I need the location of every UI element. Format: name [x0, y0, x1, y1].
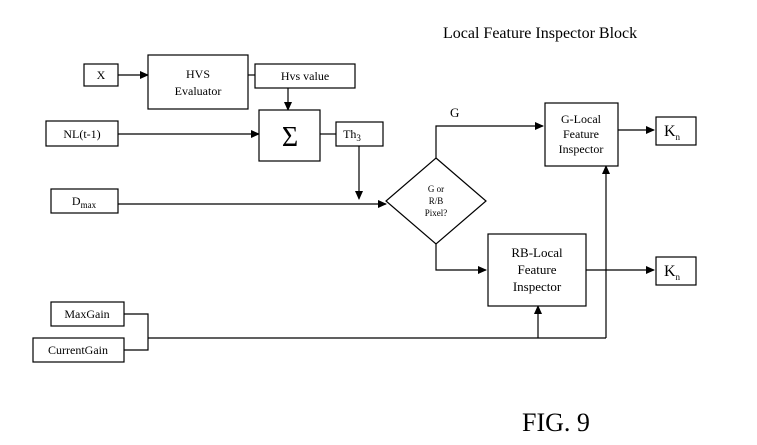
pixel-type-decision: G or R/B Pixel? — [385, 157, 487, 245]
x-input-node: X — [83, 63, 119, 87]
dmax-input-node: Dmax — [50, 188, 119, 214]
hvs-evaluator-block: HVS Evaluator — [147, 54, 249, 110]
hvs-value-label: Hvs value — [281, 69, 329, 83]
rb-inspector-label-line2: Feature — [518, 262, 557, 277]
figure-label: FIG. 9 — [522, 408, 590, 437]
hvs-evaluator-label-line2: Evaluator — [175, 84, 222, 98]
hvs-value-node: Hvs value — [254, 63, 356, 89]
edge-gain-bus — [124, 313, 149, 351]
kn-output-top: Kn — [655, 116, 697, 146]
summation-block: Σ — [258, 109, 321, 162]
nl-input-label: NL(t-1) — [63, 127, 100, 141]
edge-decision-to-rb — [435, 244, 487, 274]
dmax-label: Dmax — [72, 194, 97, 210]
threshold-label: Th3 — [343, 127, 361, 143]
g-branch-label: G — [450, 105, 459, 120]
max-gain-node: MaxGain — [50, 301, 125, 327]
g-inspector-label-line1: G-Local — [561, 112, 602, 126]
decision-label-line3: Pixel? — [425, 208, 448, 218]
rb-local-feature-inspector-block: RB-Local Feature Inspector — [487, 233, 587, 307]
nl-input-node: NL(t-1) — [45, 120, 119, 147]
kn-output-bottom: Kn — [655, 256, 697, 286]
decision-label-line1: G or — [428, 184, 444, 194]
kn-top-label: Kn — [664, 123, 681, 142]
g-inspector-label-line3: Inspector — [559, 142, 604, 156]
diagram-title: Local Feature Inspector Block — [443, 25, 637, 42]
current-gain-label: CurrentGain — [48, 343, 108, 357]
threshold-node: Th3 — [335, 121, 384, 147]
max-gain-label: MaxGain — [64, 307, 109, 321]
g-local-feature-inspector-block: G-Local Feature Inspector — [544, 102, 619, 167]
x-input-label: X — [97, 68, 106, 82]
hvs-evaluator-label-line1: HVS — [186, 67, 210, 81]
g-inspector-label-line2: Feature — [563, 127, 599, 141]
rb-inspector-label-line3: Inspector — [513, 279, 562, 294]
current-gain-node: CurrentGain — [32, 337, 125, 363]
edge-decision-to-g — [435, 122, 544, 158]
rb-inspector-label-line1: RB-Local — [511, 245, 563, 260]
sigma-icon: Σ — [282, 122, 298, 153]
kn-bottom-label: Kn — [664, 263, 681, 282]
decision-label-line2: R/B — [429, 196, 444, 206]
